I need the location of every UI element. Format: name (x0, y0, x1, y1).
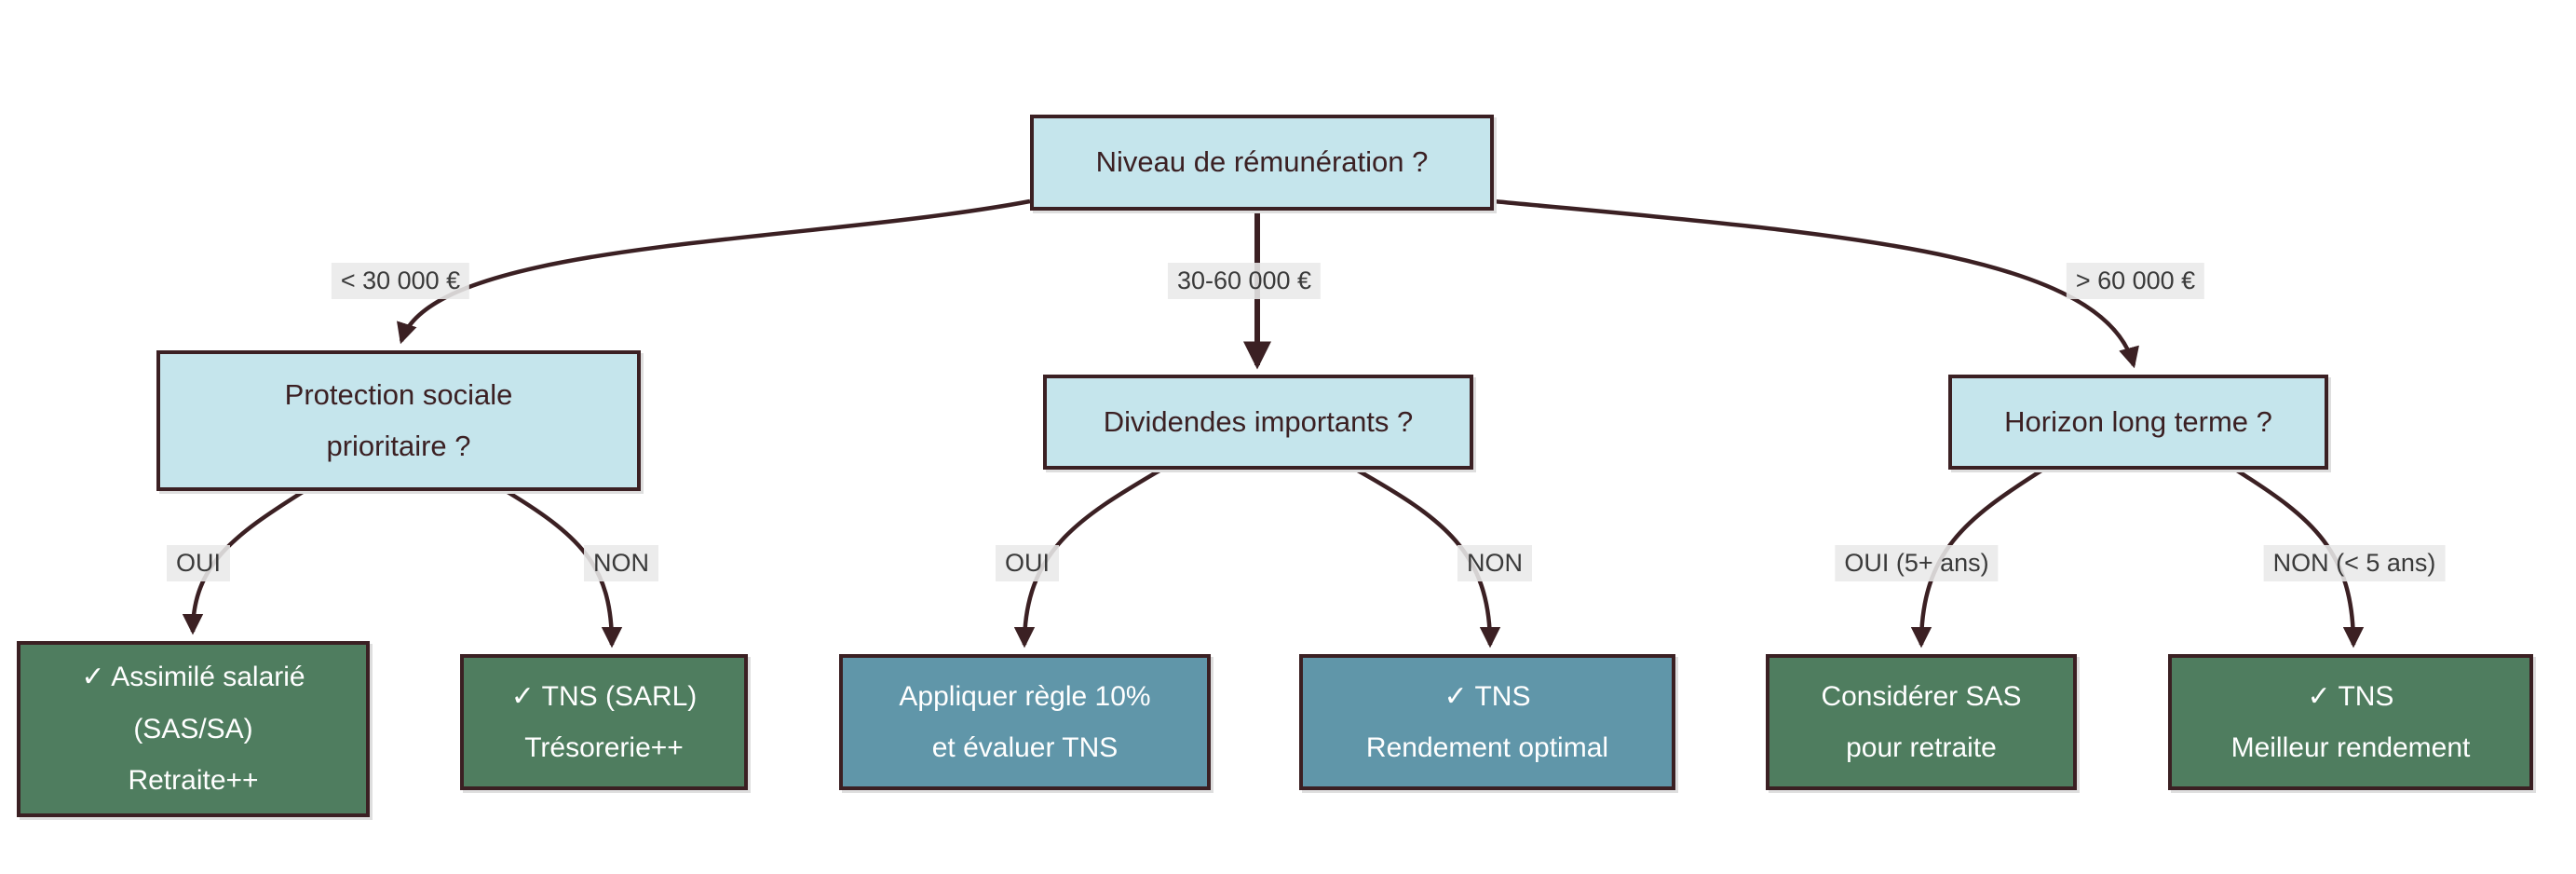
node-question-long-term-horizon: Horizon long terme ? (1948, 375, 2328, 470)
edge-root-to-left (397, 198, 1031, 345)
edge-label-left-non: NON (584, 545, 658, 581)
edge-label-over-60k: > 60 000 € (2066, 263, 2205, 299)
node-result-rule-10-percent: Appliquer règle 10% et évaluer TNS (839, 654, 1211, 790)
node-result-consider-sas: Considérer SAS pour retraite (1766, 654, 2077, 790)
edge-right-non (2235, 469, 2365, 649)
edge-label-right-oui-5plus: OUI (5+ ans) (1835, 545, 1999, 581)
node-result-tns-sarl: ✓ TNS (SARL) Trésorerie++ (460, 654, 748, 790)
edge-label-mid-oui: OUI (995, 545, 1060, 581)
edge-label-right-non-under5: NON (< 5 ans) (2263, 545, 2446, 581)
node-question-dividends: Dividendes importants ? (1043, 375, 1473, 470)
node-result-assimile-salarie: ✓ Assimilé salarié (SAS/SA) Retraite++ (17, 641, 370, 817)
node-question-remuneration-level: Niveau de rémunération ? (1030, 115, 1494, 211)
edge-root-to-right (1493, 198, 2139, 369)
edge-label-30-60k: 30-60 000 € (1167, 263, 1322, 299)
edge-mid-non (1356, 469, 1501, 649)
node-result-tns-best-yield: ✓ TNS Meilleur rendement (2168, 654, 2533, 790)
edge-mid-oui (1013, 469, 1161, 649)
node-question-social-protection: Protection sociale prioritaire ? (156, 350, 641, 491)
edge-label-under-30k: < 30 000 € (331, 263, 470, 299)
node-result-tns-optimal: ✓ TNS Rendement optimal (1299, 654, 1675, 790)
edge-label-left-oui: OUI (166, 545, 231, 581)
edge-label-mid-non: NON (1457, 545, 1532, 581)
edge-right-oui (1910, 469, 2043, 649)
